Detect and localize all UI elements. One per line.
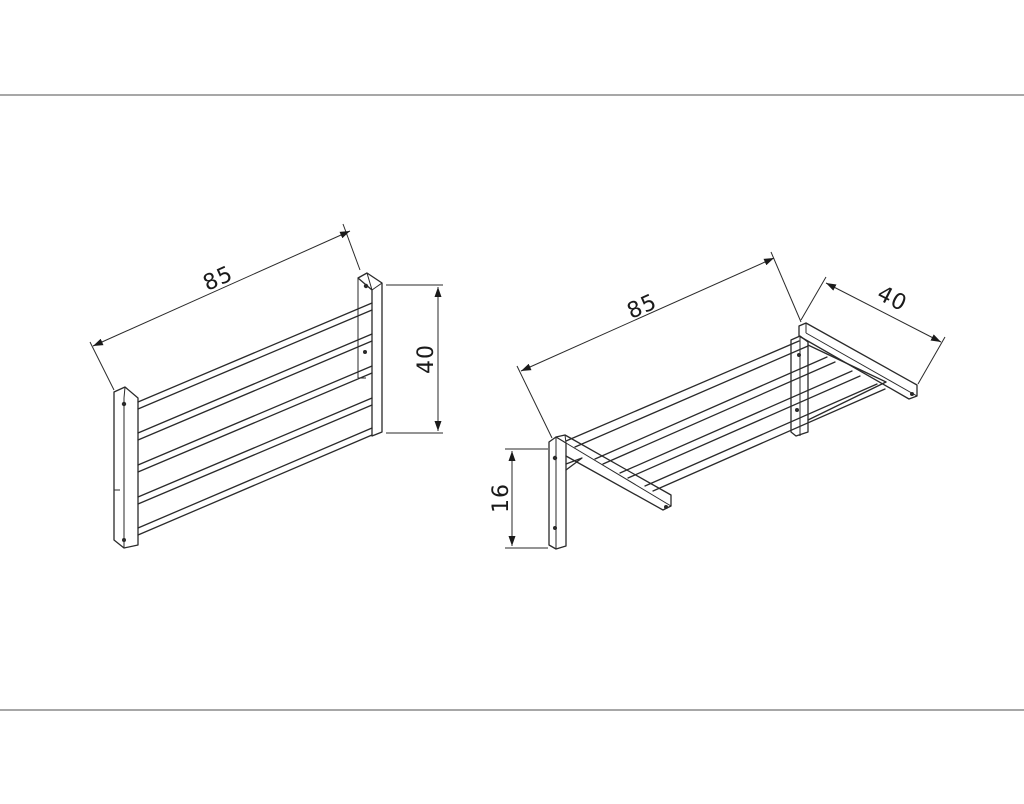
right-bracket <box>357 272 383 437</box>
height-label: 40 <box>414 344 439 374</box>
bolt-hole <box>553 526 557 530</box>
dimension-height-left: 40 <box>386 284 443 434</box>
length-label: 85 <box>200 262 238 297</box>
extended-rack: 85 40 16 <box>489 251 946 550</box>
bolt-hole <box>122 538 126 542</box>
depth-label: 40 <box>873 281 911 317</box>
bolt-hole <box>797 353 801 357</box>
dimension-length-left: 85 <box>89 223 361 391</box>
front-bracket <box>548 436 583 550</box>
bolt-hole <box>664 505 668 509</box>
bolt-hole <box>363 350 367 354</box>
left-bracket <box>113 386 139 549</box>
bracket-label: 16 <box>489 483 514 513</box>
bolt-hole <box>795 408 799 412</box>
dimension-bracket-right: 16 <box>489 448 548 549</box>
extended-bars <box>565 340 886 492</box>
folded-rack: 85 40 <box>89 223 443 549</box>
length-label-right: 85 <box>624 290 662 325</box>
back-arm <box>798 322 918 421</box>
front-arm <box>555 434 672 511</box>
folded-bars <box>137 302 373 536</box>
bolt-hole <box>910 392 914 396</box>
bolt-hole <box>363 283 369 289</box>
bolt-hole <box>552 455 558 461</box>
bolt-hole <box>121 401 127 407</box>
